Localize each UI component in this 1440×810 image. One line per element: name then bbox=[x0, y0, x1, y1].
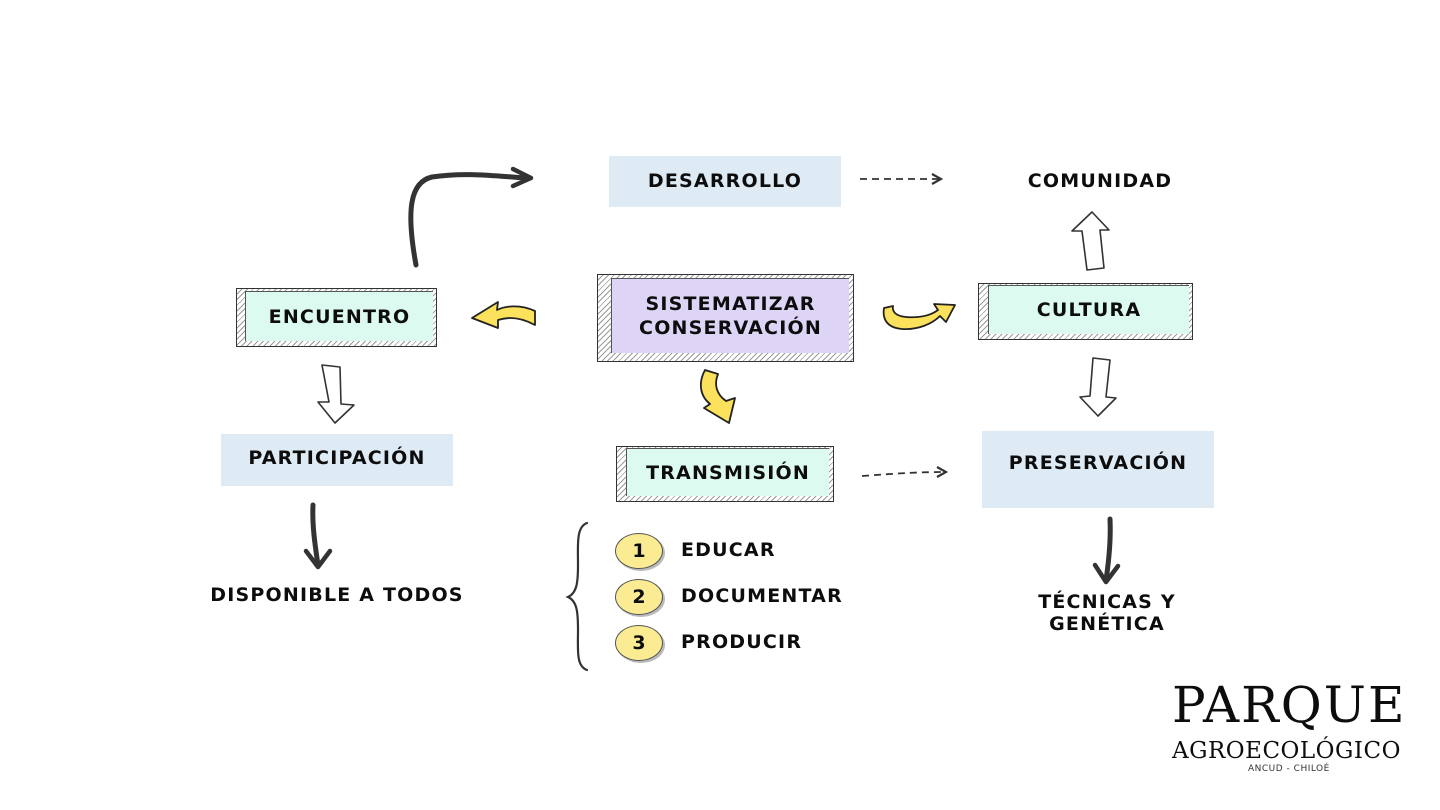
logo-sub-text: AGROECOLÓGICO bbox=[1172, 738, 1401, 764]
node-encuentro: ENCUENTRO bbox=[236, 288, 437, 347]
node-sistematizar-face: SISTEMATIZAR CONSERVACIÓN bbox=[611, 278, 849, 353]
node-cultura: CULTURA bbox=[978, 283, 1193, 340]
step-number-badge: 3 bbox=[615, 625, 663, 661]
yellow-arrow-to-encuentro bbox=[471, 301, 536, 329]
node-encuentro-label: ENCUENTRO bbox=[268, 305, 411, 328]
node-preservacion-label: PRESERVACIÓN bbox=[1008, 452, 1188, 474]
node-desarrollo-label: DESARROLLO bbox=[647, 170, 803, 192]
node-participacion: PARTICIPACIÓN bbox=[221, 434, 453, 486]
node-tecnicas-genetica: TÉCNICAS Y GENÉTICA bbox=[1007, 591, 1207, 635]
dashed-arrow-transmision-to-preservacion bbox=[861, 472, 945, 476]
yellow-arrow-to-cultura bbox=[882, 303, 956, 330]
node-tecnicas-line2: GENÉTICA bbox=[1049, 613, 1165, 635]
hollow-arrow-down-cultura bbox=[1079, 357, 1117, 417]
hollow-arrow-down-encuentro bbox=[317, 364, 355, 424]
step-label: PRODUCIR bbox=[681, 631, 803, 653]
step-label: DOCUMENTAR bbox=[681, 585, 843, 607]
node-transmision-label: TRANSMISIÓN bbox=[646, 461, 810, 484]
logo-location-text: ANCUD - CHILOÉ bbox=[1248, 764, 1330, 774]
logo-main-text: PARQUE bbox=[1172, 676, 1407, 734]
node-preservacion: PRESERVACIÓN bbox=[982, 431, 1214, 508]
curly-brace bbox=[565, 521, 589, 672]
node-cultura-face: CULTURA bbox=[988, 285, 1189, 334]
node-sistematizar-conservacion: SISTEMATIZAR CONSERVACIÓN bbox=[597, 274, 854, 362]
node-tecnicas-line1: TÉCNICAS Y bbox=[1038, 591, 1176, 613]
node-sistematizar-label-line1: SISTEMATIZAR bbox=[645, 293, 816, 315]
arrow-down-preservacion bbox=[1092, 516, 1121, 585]
node-transmision: TRANSMISIÓN bbox=[616, 446, 834, 502]
node-desarrollo: DESARROLLO bbox=[609, 156, 841, 207]
node-transmision-face: TRANSMISIÓN bbox=[626, 448, 829, 496]
node-encuentro-face: ENCUENTRO bbox=[245, 291, 433, 341]
arrow-down-participacion bbox=[303, 502, 333, 570]
node-sistematizar-label-line2: CONSERVACIÓN bbox=[639, 317, 822, 339]
node-comunidad: COMUNIDAD bbox=[1027, 170, 1173, 192]
node-cultura-label: CULTURA bbox=[1036, 299, 1142, 321]
step-number-badge: 1 bbox=[615, 533, 663, 569]
node-participacion-label: PARTICIPACIÓN bbox=[248, 447, 426, 469]
node-disponible-a-todos: DISPONIBLE A TODOS bbox=[210, 584, 464, 606]
step-number-badge: 2 bbox=[615, 579, 663, 615]
curved-arrow-encuentro-to-desarrollo bbox=[408, 166, 534, 268]
hollow-arrow-up-comunidad bbox=[1071, 211, 1110, 271]
step-label: EDUCAR bbox=[681, 539, 776, 561]
yellow-arrow-to-transmision bbox=[699, 369, 736, 424]
